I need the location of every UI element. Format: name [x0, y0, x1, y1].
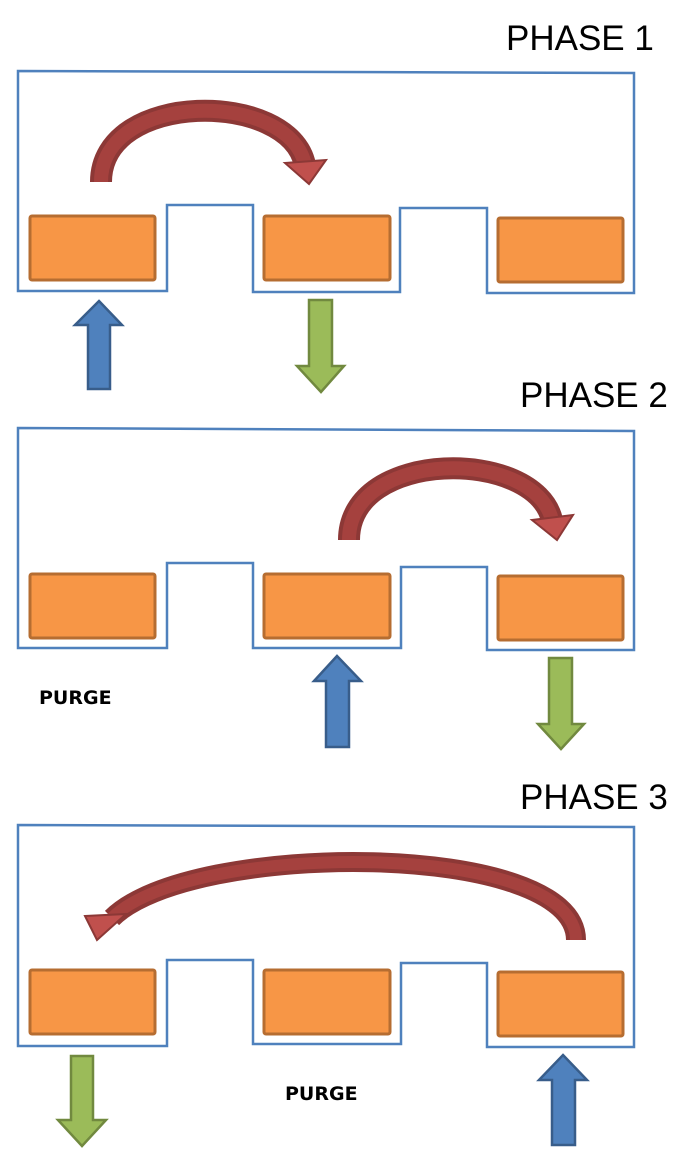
phase-3-title: PHASE 3: [520, 778, 668, 817]
phase-2-bed-2: [262, 572, 392, 640]
phase-2: PHASE 2 PURGE: [16, 376, 668, 751]
phase-1-bed-2: [262, 214, 392, 282]
phase-3-bed-1: [28, 968, 157, 1036]
phase-3-purge-label: PURGE: [285, 1083, 358, 1105]
phase-1-bed-1: [28, 214, 157, 282]
phase-1-title: PHASE 1: [506, 19, 654, 58]
phase-2-inflow-arrow: [311, 654, 364, 749]
phase-3-bed-3: [496, 970, 625, 1038]
phase-2-bed-1: [28, 572, 157, 640]
phase-2-transfer-arrow: [338, 457, 575, 542]
phase-1-transfer-arrow: [90, 99, 329, 186]
phase-1: PHASE 1: [16, 19, 654, 394]
phase-1-outflow-arrow: [294, 298, 347, 394]
phase-2-title: PHASE 2: [520, 376, 668, 415]
phase-2-purge-label: PURGE: [39, 687, 112, 709]
phase-1-bed-3: [496, 216, 625, 284]
phase-2-chamber: [16, 426, 636, 652]
phase-2-bed-3: [496, 574, 625, 642]
phase-3-outflow-arrow: [55, 1054, 109, 1148]
phase-2-outflow-arrow: [535, 656, 587, 751]
phase-1-chamber: [16, 69, 636, 295]
phase-3-chamber: [16, 823, 636, 1049]
phase-3: PHASE 3 PURGE: [16, 778, 668, 1148]
phase-3-transfer-arrow: [83, 852, 586, 942]
phase-3-inflow-arrow: [536, 1053, 590, 1147]
phase-1-inflow-arrow: [71, 299, 125, 391]
phase-3-bed-2: [262, 968, 392, 1036]
